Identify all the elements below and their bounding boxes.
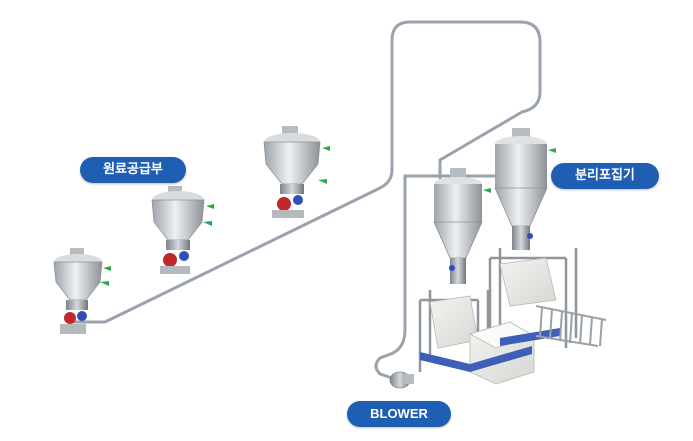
bulk-bag-right (499, 257, 557, 307)
collector-frame-right (488, 248, 578, 350)
feed-hopper-1 (53, 248, 111, 334)
feed-unit-label: 원료공급부 (80, 157, 186, 183)
feed-hopper-3 (263, 126, 330, 218)
cyclone-collector-left (433, 168, 491, 284)
cyclone-collector-right (494, 128, 556, 250)
base-frame-right (500, 328, 560, 346)
collector-label: 분리포집기 (551, 163, 659, 189)
roller-conveyor (535, 305, 607, 347)
blower-fan (374, 356, 414, 389)
base-frame-left (420, 346, 532, 372)
blower-label: BLOWER (347, 401, 451, 427)
feed-hopper-2 (151, 186, 214, 274)
